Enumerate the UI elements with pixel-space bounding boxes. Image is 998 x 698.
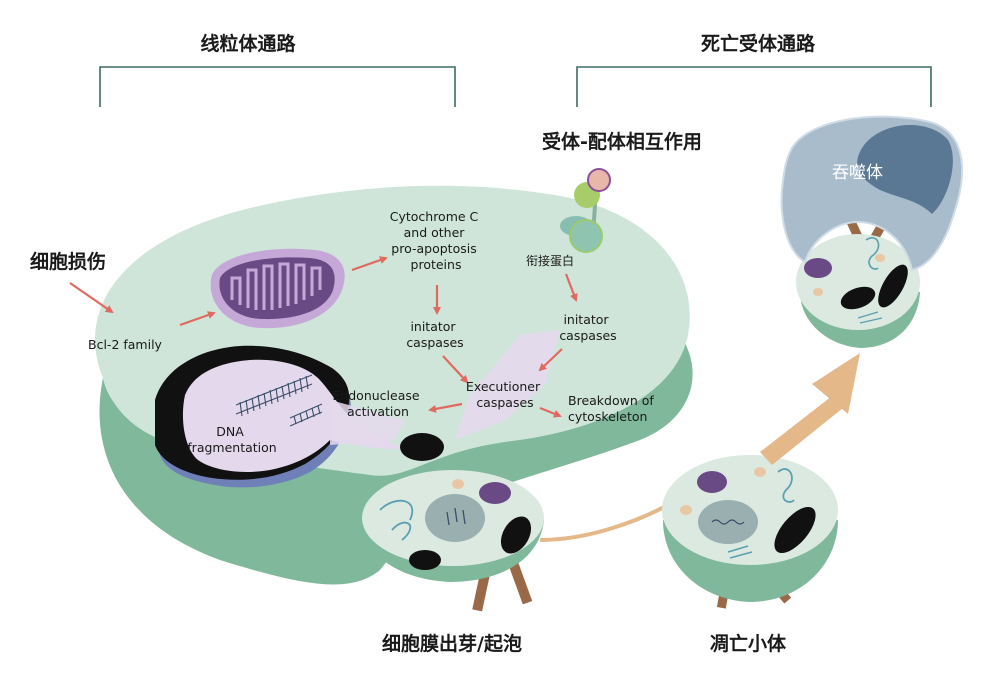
arrow-initiator-right-to-executioner [538, 348, 563, 372]
receptor-ligand-label: 受体-配体相互作用 [542, 130, 702, 153]
nucleus-interior [182, 359, 400, 472]
cytoskeleton-breakdown-label: Breakdown of cytoskeleton [568, 393, 658, 424]
endonuclease-activation-label: Endonuclease activation [332, 388, 423, 419]
arrow-executioner-to-cytoskeleton [539, 406, 562, 418]
receptor-ligand-icon [560, 168, 611, 253]
arrow-mito-to-cytc [351, 256, 388, 272]
bcl2-family-label: Bcl-2 family [88, 337, 163, 352]
arrow-adaptor-to-initiator [564, 273, 578, 302]
membrane-blebbing-label: 细胞膜出芽/起泡 [382, 632, 522, 655]
mitochondrial-pathway-header: 线粒体通路 [200, 32, 296, 55]
endonuclease-cone [330, 400, 405, 445]
death-receptor-bracket [576, 66, 932, 107]
executioner-caspases-label: Executioner caspases [466, 379, 544, 410]
arrow-bcl2-to-mito [179, 311, 216, 327]
engulfment-arrow [760, 353, 860, 465]
dna-helix-icon [235, 374, 313, 417]
initiator-caspases-right-label: initator caspases [559, 312, 616, 343]
arrow-initiator-to-executioner [442, 355, 469, 384]
apoptotic-body [662, 455, 838, 609]
bleb-connector [539, 503, 669, 542]
death-receptor-pathway-header: 死亡受体通路 [701, 32, 816, 55]
organelle-blob [400, 433, 444, 461]
bleb-cell [362, 470, 544, 612]
pathway-arrows [69, 256, 578, 418]
arrow-executioner-to-endonuclease [428, 402, 463, 413]
phagocyte-label: 吞噬体 [832, 163, 883, 183]
phagocyte: 吞噬体 [780, 115, 964, 348]
mitochondrial-bracket [99, 66, 456, 107]
caspase-wedge [455, 330, 560, 440]
cell-injury-label: 细胞损伤 [30, 250, 106, 273]
initiator-caspases-left-label: initator caspases [406, 319, 463, 350]
cytochrome-c-label: Cytochrome C and other pro-apoptosis pro… [390, 209, 483, 272]
adaptor-protein-label: 衔接蛋白 [526, 253, 574, 268]
mitochondrion-icon [210, 248, 345, 329]
arrow-injury-to-bcl2 [69, 282, 114, 314]
nucleus: DNA fragmentation [155, 345, 400, 488]
dna-fragmentation-label: DNA fragmentation [187, 424, 276, 455]
dna-fragment-icon [289, 403, 323, 427]
apoptotic-body-label: 凋亡小体 [710, 632, 787, 655]
